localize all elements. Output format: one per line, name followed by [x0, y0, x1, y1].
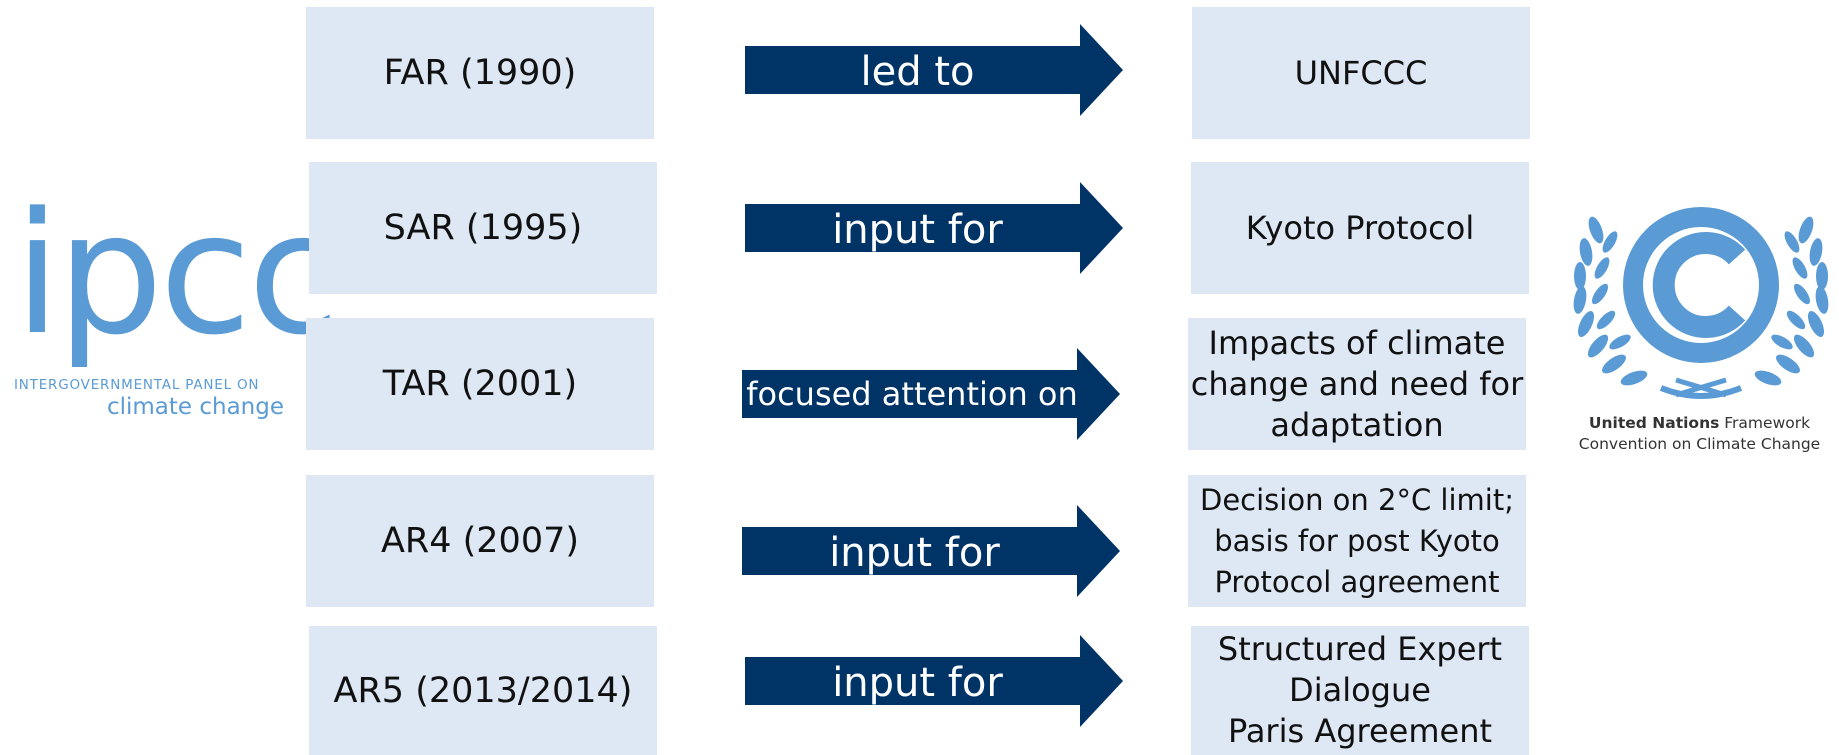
unfccc-logo-org-bold: United Nations — [1588, 414, 1720, 432]
ipcc-logo-word: ipcc — [14, 176, 340, 372]
unfccc-logo-org-rest: Framework — [1719, 414, 1811, 432]
arrow-label-input-for: input for — [829, 530, 1000, 576]
arrow-label-input-for: input for — [832, 660, 1003, 706]
report-label-far: FAR (1990) — [383, 53, 577, 93]
arrow-label-input-for: input for — [832, 207, 1003, 253]
report-label-ar5: AR5 (2013/2014) — [333, 670, 633, 711]
outcome-box-impacts: Impacts of climate change and need for a… — [1188, 318, 1526, 450]
arrow-shape — [745, 24, 1123, 116]
unfccc-logo: United Nations Framework Convention on C… — [1560, 190, 1839, 460]
outcome-box-unfccc: UNFCCC — [1192, 7, 1530, 139]
arrow-input-for-ar5: input for — [745, 635, 1123, 727]
outcome-label-paris: Structured Expert Dialogue Paris Agreeme… — [1217, 630, 1503, 750]
arrow-shape — [745, 182, 1123, 274]
arrow-focused-attention-on: focused attention on — [742, 348, 1120, 440]
outcome-label-unfccc: UNFCCC — [1294, 53, 1428, 92]
unfccc-logo-line2: Convention on Climate Change — [1578, 435, 1821, 453]
arrow-input-for-ar4: input for — [742, 505, 1120, 597]
unfccc-emblem-icon — [1573, 207, 1829, 399]
outcome-label-kyoto: Kyoto Protocol — [1245, 208, 1475, 247]
report-box-tar: TAR (2001) — [306, 318, 654, 450]
report-box-ar5: AR5 (2013/2014) — [309, 626, 657, 755]
outcome-label-decision: Decision on 2°C limit; basis for post Ky… — [1199, 482, 1514, 599]
ipcc-logo: ipcc INTERGOVERNMENTAL PANEL ON climate … — [14, 190, 340, 427]
ipcc-logo-subtitle: INTERGOVERNMENTAL PANEL ON — [14, 377, 260, 393]
report-box-far: FAR (1990) — [306, 7, 654, 139]
report-label-ar4: AR4 (2007) — [380, 521, 580, 561]
arrow-input-for-sar: input for — [745, 182, 1123, 274]
ipcc-logo-tagline: climate change — [106, 394, 284, 420]
report-box-sar: SAR (1995) — [309, 162, 657, 294]
arrow-led-to: led to — [745, 24, 1123, 116]
report-label-tar: TAR (2001) — [382, 364, 578, 404]
outcome-box-decision: Decision on 2°C limit; basis for post Ky… — [1188, 475, 1526, 607]
arrow-shape — [745, 635, 1123, 727]
report-box-ar4: AR4 (2007) — [306, 475, 654, 607]
arrow-label-led-to: led to — [860, 49, 975, 95]
outcome-label-impacts: Impacts of climate change and need for a… — [1190, 323, 1524, 444]
outcome-box-kyoto: Kyoto Protocol — [1191, 162, 1529, 294]
report-label-sar: SAR (1995) — [383, 208, 583, 248]
arrow-label-focused-attention-on: focused attention on — [746, 375, 1078, 413]
arrow-shape — [742, 348, 1120, 440]
outcome-box-paris: Structured Expert Dialogue Paris Agreeme… — [1191, 626, 1529, 755]
arrow-shape — [742, 505, 1120, 597]
unfccc-logo-line1: United Nations Framework — [1560, 414, 1839, 432]
